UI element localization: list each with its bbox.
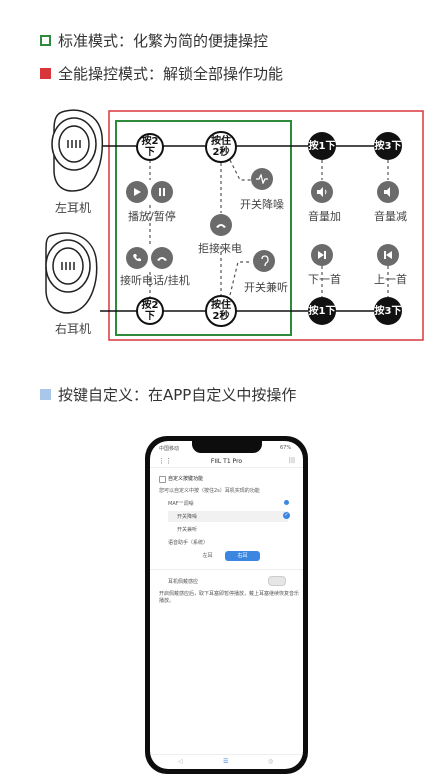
- right-press1-node: 按1下: [308, 297, 336, 325]
- right-earbud-label: 右耳机: [55, 322, 92, 336]
- standard-mode-box: [115, 120, 292, 336]
- answer-hangup-label: 接听电话/挂机: [120, 274, 190, 287]
- left-press2-node: 按2下: [136, 133, 164, 161]
- legend-full-text: 全能操控模式：解锁全部操作功能: [58, 65, 284, 83]
- left-earbud-drawing: [51, 109, 104, 192]
- phone-answer-icon: [126, 247, 148, 269]
- green-square-icon: [40, 35, 51, 46]
- volume-up-icon: [311, 181, 333, 203]
- wear-title: 耳机佩戴感应: [168, 579, 199, 585]
- settings-card-icon: [159, 476, 166, 483]
- play-pause-label: 播放/暂停: [128, 210, 176, 223]
- section-desc: 您可以自定义中按（按住2s）耳机实现的功能: [159, 488, 260, 494]
- signal-icon[interactable]: |||: [288, 457, 295, 464]
- reject-call-icon: [210, 214, 232, 236]
- option-maf-radio[interactable]: [284, 500, 289, 505]
- wear-desc: 开启佩戴感应后，取下耳塞即暂停播放，戴上耳塞继续恢复音乐播放。: [159, 591, 300, 604]
- status-carrier: 中国移动: [159, 446, 180, 452]
- tab-left[interactable]: 左耳: [202, 553, 213, 559]
- left-press1-node: 按1下: [308, 132, 336, 160]
- section-title: 自定义按键功能: [168, 476, 204, 482]
- phone-hangup-icon: [151, 247, 173, 269]
- noise-cancel-label: 开关降噪: [240, 198, 284, 211]
- next-track-label: 下一首: [308, 273, 341, 286]
- legend-custom: 按键自定义：在APP自定义中按操作: [40, 384, 296, 405]
- play-icon: [126, 181, 148, 203]
- right-press3-node: 按3下: [374, 297, 402, 325]
- option-voice[interactable]: 语音助手（系统）: [168, 540, 209, 546]
- phone-notch: [192, 441, 262, 453]
- prev-track-icon: [377, 244, 399, 266]
- left-hold2-node: 按住2秒: [205, 131, 237, 163]
- volume-up-label: 音量加: [308, 210, 341, 223]
- red-square-icon: [40, 68, 51, 79]
- option-anc[interactable]: 开关降噪: [177, 514, 198, 520]
- checkmark-icon[interactable]: ✓: [283, 512, 290, 519]
- phone-mockup: 中国移动 67% ⋮⋮ FIIL T1 Pro ||| 自定义按键功能 您可以自…: [145, 436, 308, 774]
- right-press2-node: 按2下: [136, 297, 164, 325]
- hear-through-icon: [253, 250, 275, 272]
- tab-right[interactable]: 右耳: [225, 551, 260, 561]
- option-maf[interactable]: MAF™调噪: [168, 501, 194, 507]
- next-track-icon: [311, 244, 333, 266]
- volume-down-icon: [377, 181, 399, 203]
- hear-through-label: 开关兼听: [244, 281, 288, 294]
- nav-settings-icon[interactable]: ☰: [223, 758, 229, 765]
- control-diagram: [45, 109, 424, 341]
- nav-home-icon[interactable]: ◁: [178, 758, 183, 765]
- reject-call-label: 拒接来电: [198, 242, 242, 255]
- full-mode-box: [108, 110, 424, 341]
- blue-square-icon: [40, 389, 51, 400]
- wear-toggle[interactable]: [268, 576, 286, 586]
- volume-down-label: 音量减: [374, 210, 407, 223]
- legend-standard: 标准模式：化繁为简的便捷操控: [40, 30, 268, 51]
- grid-menu-icon[interactable]: ⋮⋮: [158, 457, 172, 465]
- pause-icon: [151, 181, 173, 203]
- left-earbud-label: 左耳机: [55, 201, 92, 215]
- legend-standard-text: 标准模式：化繁为简的便捷操控: [58, 32, 269, 50]
- left-press3-node: 按3下: [374, 132, 402, 160]
- option-hear[interactable]: 开关兼听: [177, 527, 198, 533]
- noise-cancel-icon: [251, 168, 273, 190]
- prev-track-label: 上一首: [374, 273, 407, 286]
- app-title: FIIL T1 Pro: [210, 458, 243, 465]
- legend-custom-text: 按键自定义：在APP自定义中按操作: [58, 386, 297, 404]
- legend-full: 全能操控模式：解锁全部操作功能: [40, 63, 283, 84]
- status-battery: 67%: [280, 445, 292, 451]
- phone-screen: 中国移动 67% ⋮⋮ FIIL T1 Pro ||| 自定义按键功能 您可以自…: [150, 441, 303, 769]
- right-hold2-node: 按住2秒: [205, 295, 237, 327]
- nav-profile-icon[interactable]: ◎: [268, 758, 274, 765]
- right-earbud-drawing: [45, 232, 98, 314]
